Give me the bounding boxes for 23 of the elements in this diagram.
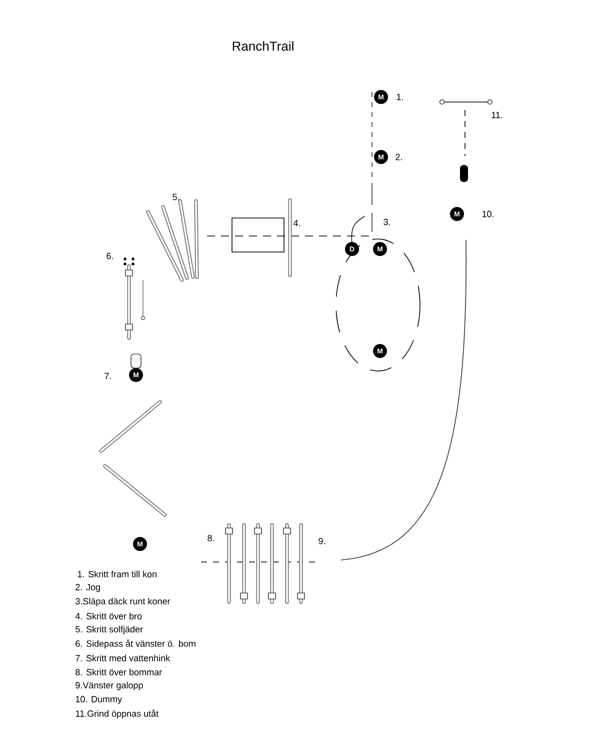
legend-item: 3.Släpa däck runt koner <box>76 598 170 606</box>
station-number: 11. <box>492 112 502 118</box>
station-number: 4. <box>293 220 300 226</box>
legend-item: 10. Dummy <box>76 696 122 704</box>
legend-item: 11.Grind öppnas utåt <box>76 709 158 719</box>
station-number: 5. <box>172 194 179 200</box>
station-number: 7. <box>104 372 111 380</box>
station-number: 8. <box>208 534 214 542</box>
station-number: 6. <box>106 252 113 260</box>
legend-item: 4. Skritt över bro <box>75 612 142 620</box>
station-number: 1. <box>396 94 403 100</box>
legend-item: 6. Sidepass åt vänster ö. bom <box>76 639 196 649</box>
station-number: 3. <box>384 218 390 226</box>
station-number: 10. <box>482 210 494 218</box>
title: RanchTrail <box>232 41 294 51</box>
legend-item: 8. Skritt över bommar <box>76 668 162 676</box>
station-number: 9. <box>318 538 325 544</box>
legend-item: 7. Skritt med vattenhink <box>76 654 170 662</box>
legend-item: 9.Vänster galopp <box>76 682 143 690</box>
station-number: 2. <box>396 154 402 160</box>
legend-item: 2. Jog <box>76 584 100 592</box>
legend-item: 5. Skritt solfjäder <box>76 626 143 634</box>
legend-item: 1. Skritt fram till kon <box>78 570 156 578</box>
